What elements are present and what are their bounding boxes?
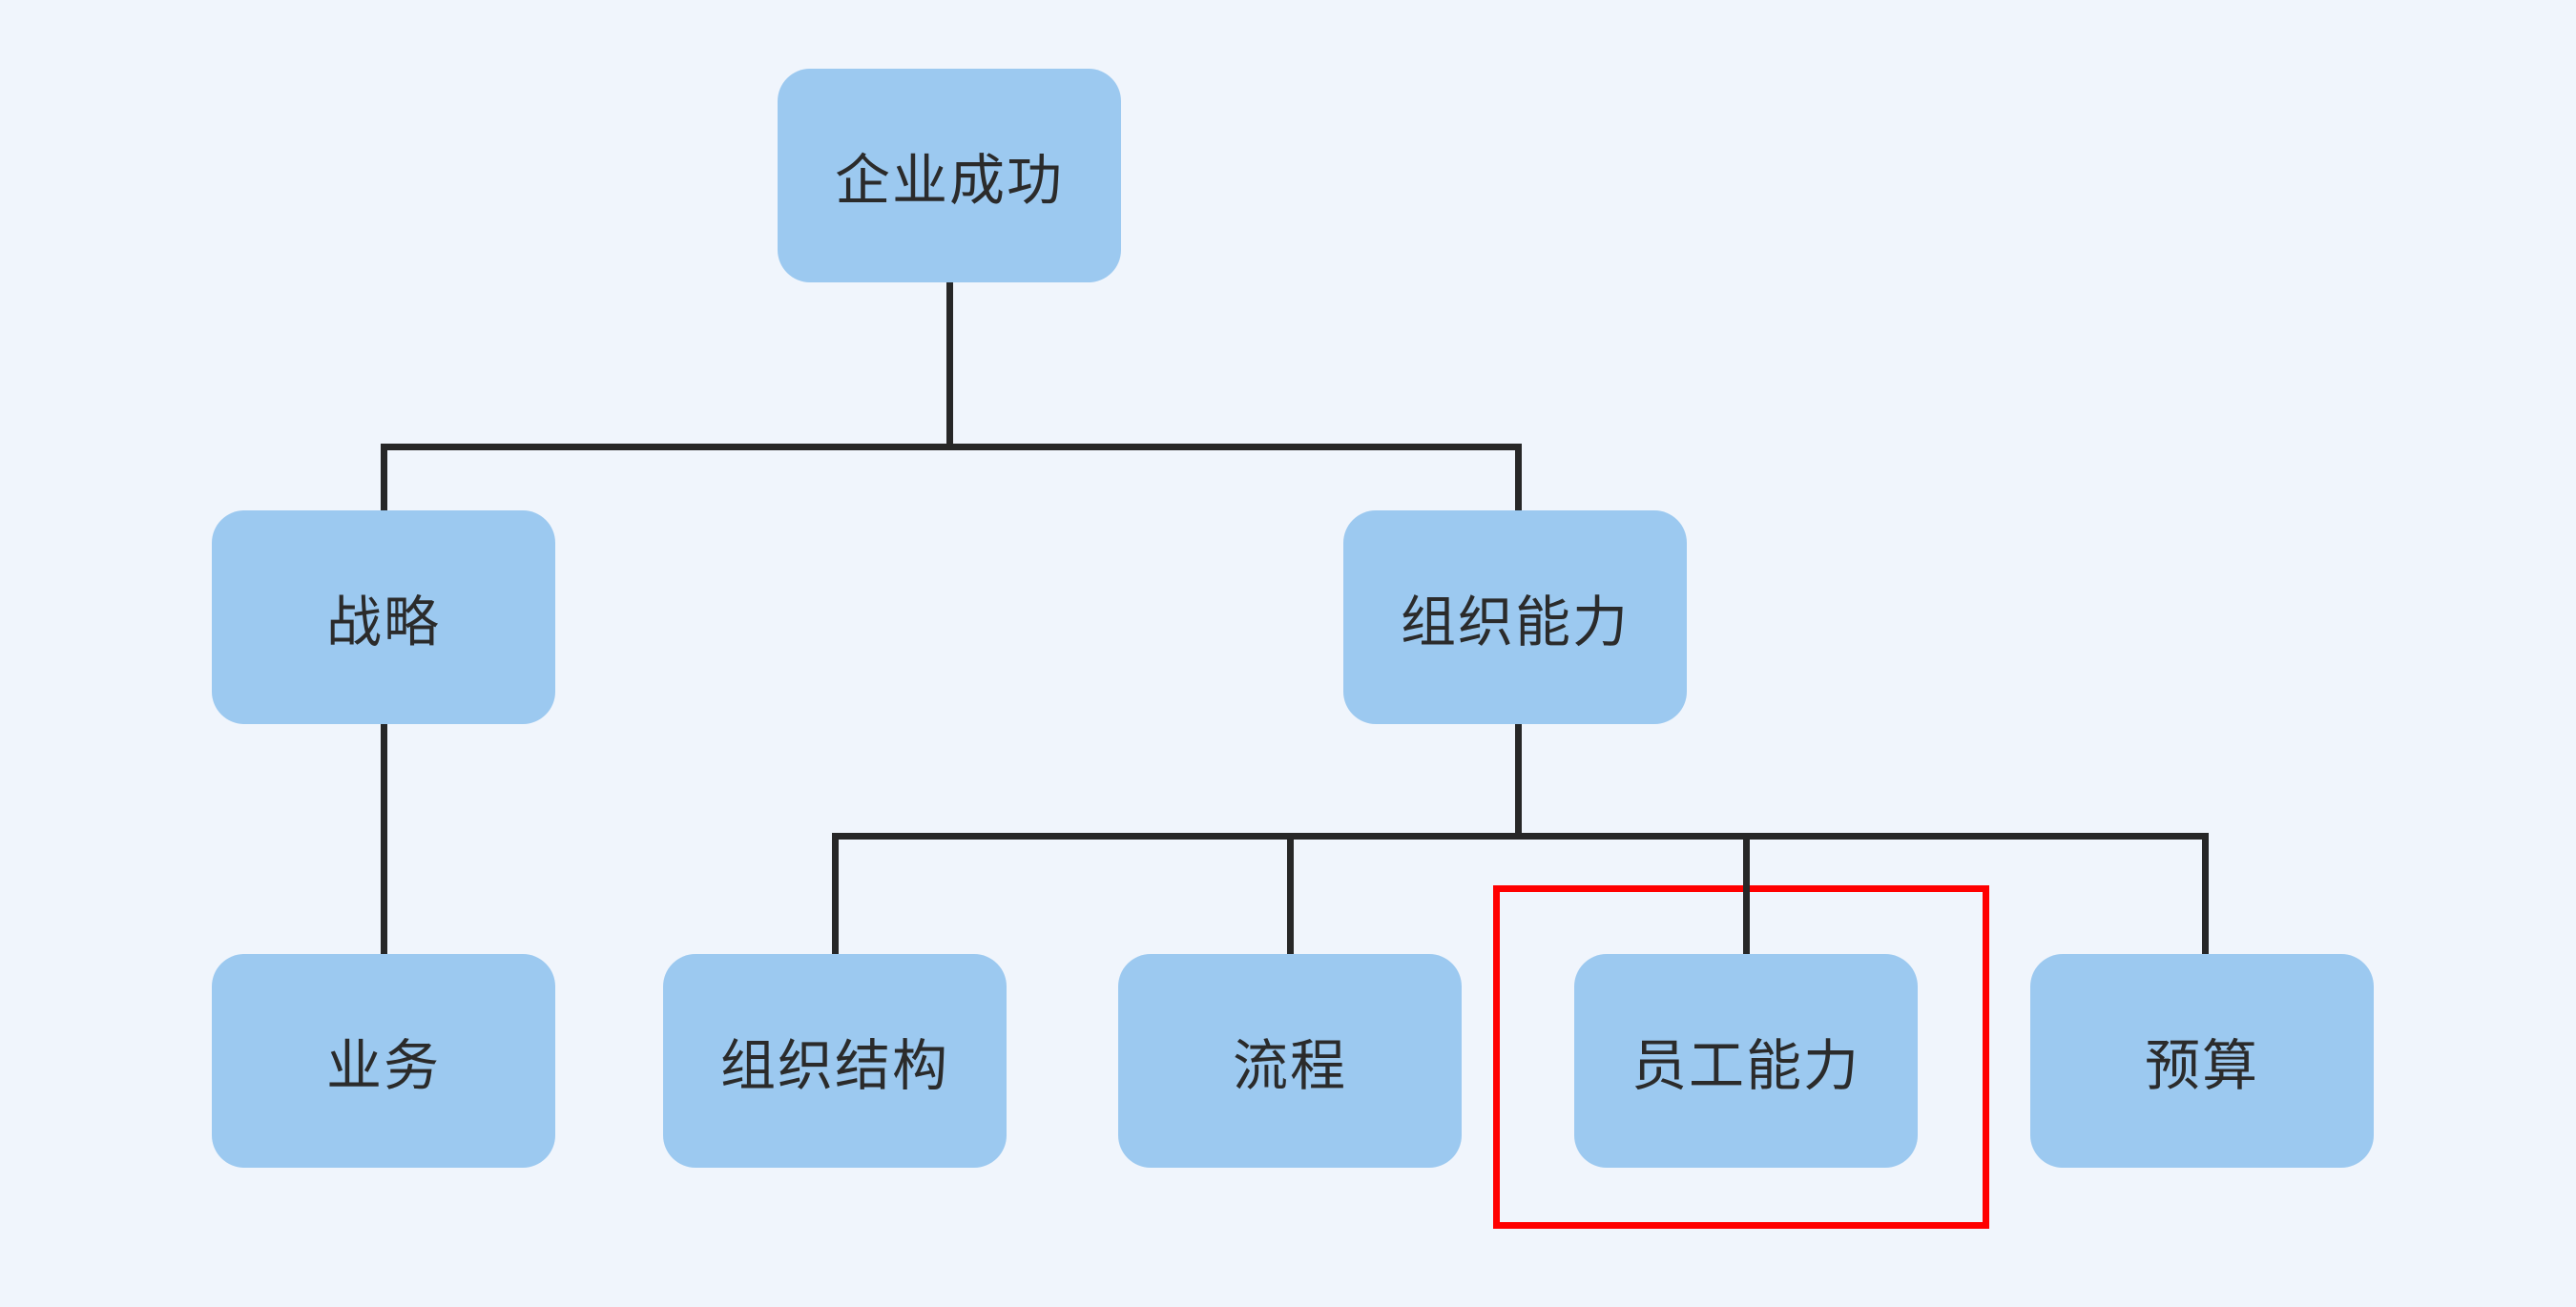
connector-to-strategy bbox=[381, 444, 387, 512]
connector-to-process bbox=[1287, 833, 1294, 956]
highlight-frame-employee-capability bbox=[1493, 885, 1989, 1229]
connector-to-organizational-capability bbox=[1515, 444, 1522, 512]
node-strategy-label: 战略 bbox=[325, 591, 441, 654]
node-organizational-capability[interactable]: 组织能力 bbox=[1343, 510, 1687, 724]
connector-organizational-capability-drop bbox=[1515, 723, 1522, 838]
node-strategy[interactable]: 战略 bbox=[212, 510, 555, 724]
node-budget-label: 预算 bbox=[2144, 1035, 2259, 1097]
node-organizational-structure[interactable]: 组织结构 bbox=[663, 954, 1007, 1168]
node-process-label: 流程 bbox=[1232, 1035, 1347, 1097]
node-process[interactable]: 流程 bbox=[1118, 954, 1462, 1168]
connector-root-drop bbox=[946, 282, 953, 450]
node-organizational-structure-label: 组织结构 bbox=[719, 1035, 949, 1097]
node-employee-capability[interactable]: 员工能力 bbox=[1574, 954, 1918, 1168]
node-employee-capability-label: 员工能力 bbox=[1631, 1035, 1860, 1097]
connector-strategy-to-business bbox=[381, 723, 387, 956]
node-organizational-capability-label: 组织能力 bbox=[1400, 591, 1630, 654]
node-enterprise-success-label: 企业成功 bbox=[834, 150, 1064, 212]
connector-to-employee-capability bbox=[1743, 833, 1750, 956]
node-business-label: 业务 bbox=[325, 1035, 441, 1097]
node-budget[interactable]: 预算 bbox=[2030, 954, 2374, 1168]
connector-to-organizational-structure bbox=[832, 833, 839, 956]
connector-level1-horizontal bbox=[381, 444, 1522, 450]
connector-to-budget bbox=[2202, 833, 2209, 956]
connector-level2-horizontal bbox=[832, 833, 2209, 840]
node-business[interactable]: 业务 bbox=[212, 954, 555, 1168]
node-enterprise-success[interactable]: 企业成功 bbox=[778, 69, 1121, 282]
